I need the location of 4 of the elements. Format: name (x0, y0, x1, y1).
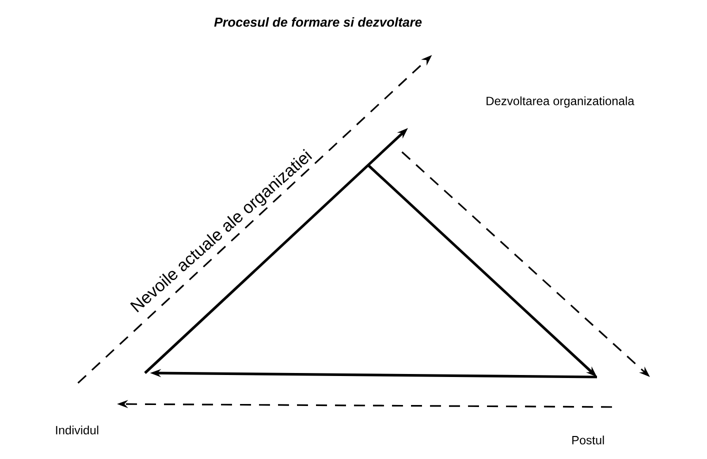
title: Procesul de formare si dezvoltare (214, 17, 422, 27)
label: Postul (572, 436, 604, 444)
label: Dezvoltarea organizationala (486, 96, 634, 108)
label: Individul (56, 426, 98, 434)
